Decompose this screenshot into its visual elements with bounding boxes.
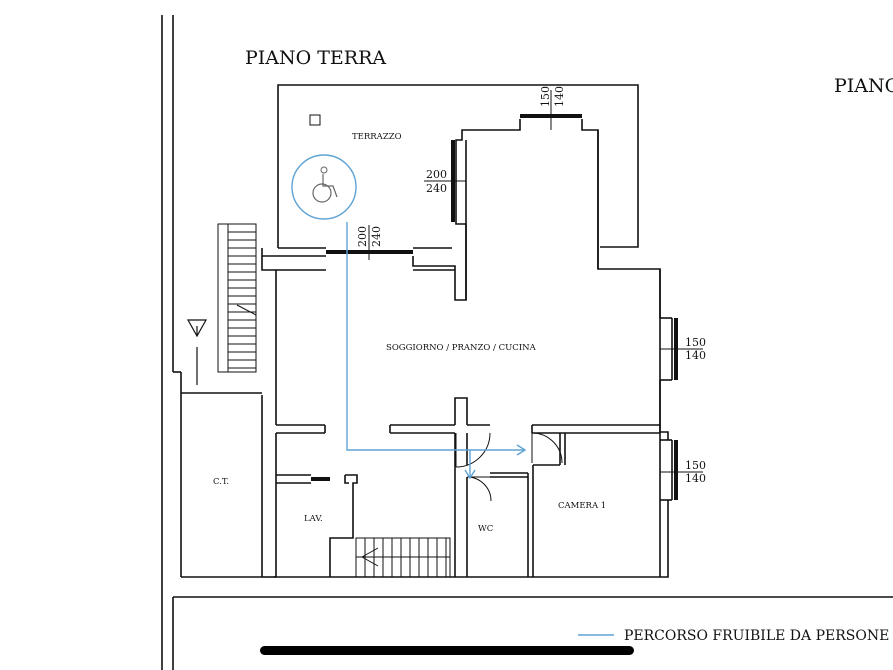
- dim-east-lower-w: 150: [685, 459, 706, 472]
- room-label-boiler: C.T.: [213, 477, 229, 487]
- dim-terrace-left-h: 240: [426, 182, 447, 195]
- accessible-route: [346, 222, 614, 636]
- legend-label: PERCORSO FRUIBILE DA PERSONE C: [624, 628, 893, 644]
- dim-east-lower-h: 140: [685, 472, 706, 485]
- windows: [326, 90, 703, 500]
- dim-terrace-bottom-w: 200: [356, 226, 369, 247]
- dim-top-right-w: 150: [539, 86, 552, 107]
- room-label-terrace: TERRAZZO: [352, 132, 402, 142]
- dim-east-upper-w: 150: [685, 336, 706, 349]
- doors: [455, 432, 563, 502]
- interior-stairs: [355, 537, 451, 578]
- home-indicator[interactable]: [260, 646, 634, 655]
- room-label-living: SOGGIORNO / PRANZO / CUCINA: [386, 343, 537, 353]
- wheelchair-icon: [291, 154, 357, 220]
- dim-east-upper-h: 140: [685, 349, 706, 362]
- room-label-laundry: LAV.: [304, 514, 323, 524]
- ground-floor-title: PIANO TERRA: [245, 47, 386, 69]
- dim-terrace-left-w: 200: [426, 168, 447, 181]
- terrace-outline: [277, 84, 639, 249]
- room-label-wc: WC: [478, 524, 493, 534]
- dim-terrace-bottom-h: 240: [370, 226, 383, 247]
- other-floor-title: PIANO: [834, 75, 893, 97]
- room-label-bedroom: CAMERA 1: [558, 501, 606, 511]
- exterior-stairs: [217, 223, 257, 373]
- house-walls: [180, 119, 673, 578]
- site-boundary: [161, 15, 893, 670]
- dim-top-right-h: 140: [553, 86, 566, 107]
- entrance-arrow-icon: [186, 319, 208, 385]
- terrace-post: [309, 114, 321, 126]
